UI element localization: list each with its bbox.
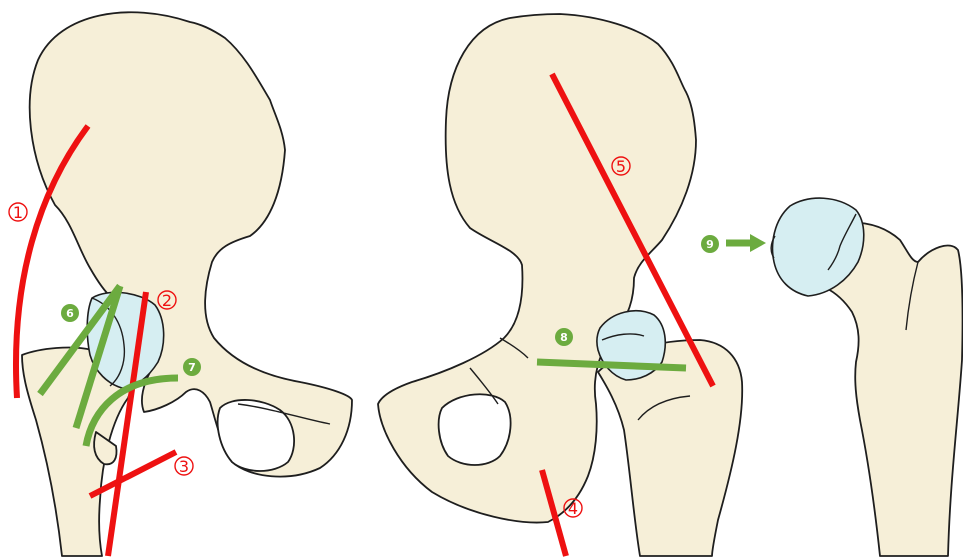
svg-text:7: 7 <box>188 361 196 374</box>
label-8: 8 <box>555 328 573 346</box>
label-7: 7 <box>183 358 201 376</box>
svg-text:4: 4 <box>568 499 578 518</box>
svg-text:6: 6 <box>66 307 74 320</box>
label-3: 3 <box>175 457 193 476</box>
svg-text:2: 2 <box>162 291 172 310</box>
svg-text:3: 3 <box>179 457 189 476</box>
svg-text:9: 9 <box>706 238 714 251</box>
svg-text:1: 1 <box>13 203 23 222</box>
green-arrow-9 <box>726 234 766 252</box>
middle-obturator-foramen <box>439 394 511 465</box>
label-6: 6 <box>61 304 79 322</box>
label-9: 9 <box>701 235 719 253</box>
svg-text:5: 5 <box>616 157 626 176</box>
right-proximal-femur <box>771 198 962 556</box>
label-1: 1 <box>9 203 27 222</box>
svg-text:8: 8 <box>560 331 568 344</box>
